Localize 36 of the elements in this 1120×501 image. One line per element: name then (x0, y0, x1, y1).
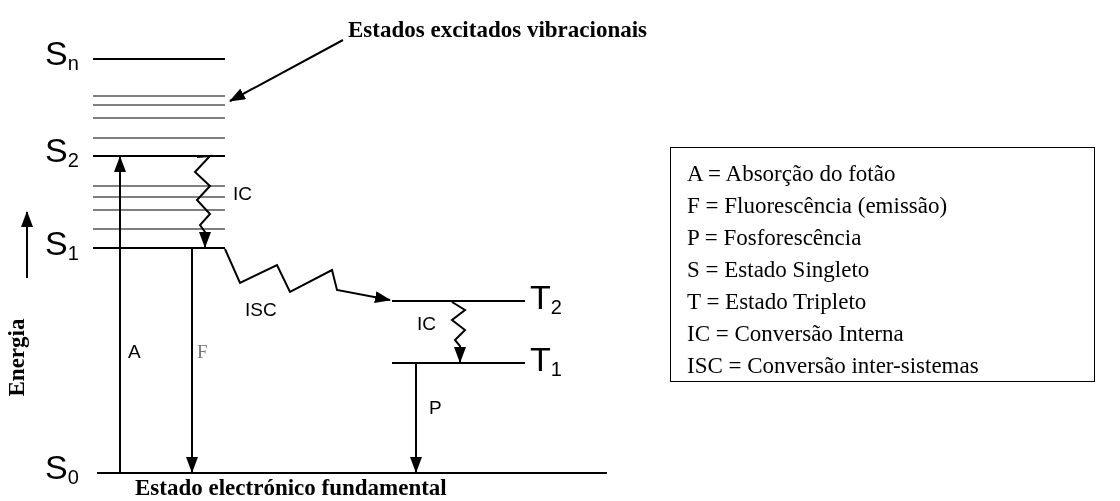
edge-label: P (428, 398, 443, 417)
energy-level-line (93, 58, 225, 60)
key-entry: ISC = Conversão inter-sistemas (687, 352, 980, 380)
edge-label: F (196, 342, 209, 361)
key-entry: P = Fosforescência (687, 224, 863, 252)
state-label: S$_{1}$ (45, 226, 79, 260)
state-label: T$_{1}$ (530, 342, 562, 376)
transition-arrow (193, 154, 213, 248)
transition-arrow (114, 156, 126, 473)
edge-label: IC (416, 314, 437, 333)
energy-level-line (392, 300, 525, 302)
edge-label: A (127, 342, 142, 361)
callout-text: Estados excitados vibracionais (348, 18, 648, 41)
leader-arrow (229, 39, 344, 102)
transition-arrow (410, 363, 422, 473)
energy-level-line (93, 155, 225, 157)
transition-arrow (450, 301, 467, 363)
state-label: S$_{n}$ (45, 36, 79, 70)
key-entry: T = Estado Tripleto (687, 288, 868, 316)
edge-label: IC (232, 184, 253, 203)
energy-level-line (93, 247, 225, 249)
state-label: S$_{2}$ (45, 133, 79, 167)
key-entry: A = Absorção do fotão (687, 160, 897, 188)
key-entry: F = Fluorescência (emissão) (687, 192, 949, 220)
transition-arrow (186, 248, 198, 473)
edge-label: ISC (244, 300, 278, 319)
energy-level-line (392, 362, 525, 364)
axis-label: Energia (5, 318, 29, 397)
state-label: T$_{2}$ (530, 280, 562, 314)
key-box (670, 147, 1095, 382)
state-label: S$_{0}$ (45, 450, 79, 484)
key-entry: S = Estado Singleto (687, 256, 871, 284)
key-entry: IC = Conversão Interna (687, 320, 905, 348)
level-caption: Estado electrónico fundamental (135, 476, 447, 499)
transition-arrow (224, 248, 391, 304)
energy-level-line (97, 472, 607, 474)
